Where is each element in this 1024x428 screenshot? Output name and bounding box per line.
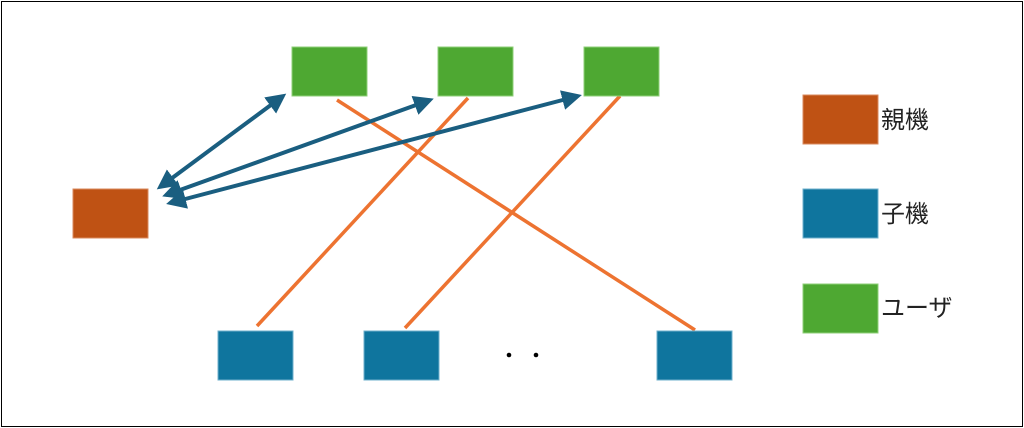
child-node-3 [656, 330, 733, 381]
user-node-3 [583, 46, 660, 97]
ellipsis-dot [533, 352, 539, 358]
arrow-parent-user3 [166, 90, 582, 209]
legend-swatch-user [802, 283, 879, 334]
legend-label-child: 子機 [881, 200, 929, 228]
parent-node [72, 188, 149, 239]
ellipsis-dot [506, 352, 512, 358]
child-node-2 [363, 330, 440, 381]
legend-label-parent: 親機 [881, 106, 929, 134]
user-node-2 [437, 46, 514, 97]
link-user3-child2 [403, 94, 622, 330]
link-user1-child3 [336, 98, 696, 332]
user-node-1 [291, 46, 368, 97]
legend-swatch-child [802, 188, 879, 239]
legend-label-user: ユーザ [881, 294, 953, 322]
legend-swatch-parent [802, 94, 879, 145]
child-node-1 [217, 330, 294, 381]
